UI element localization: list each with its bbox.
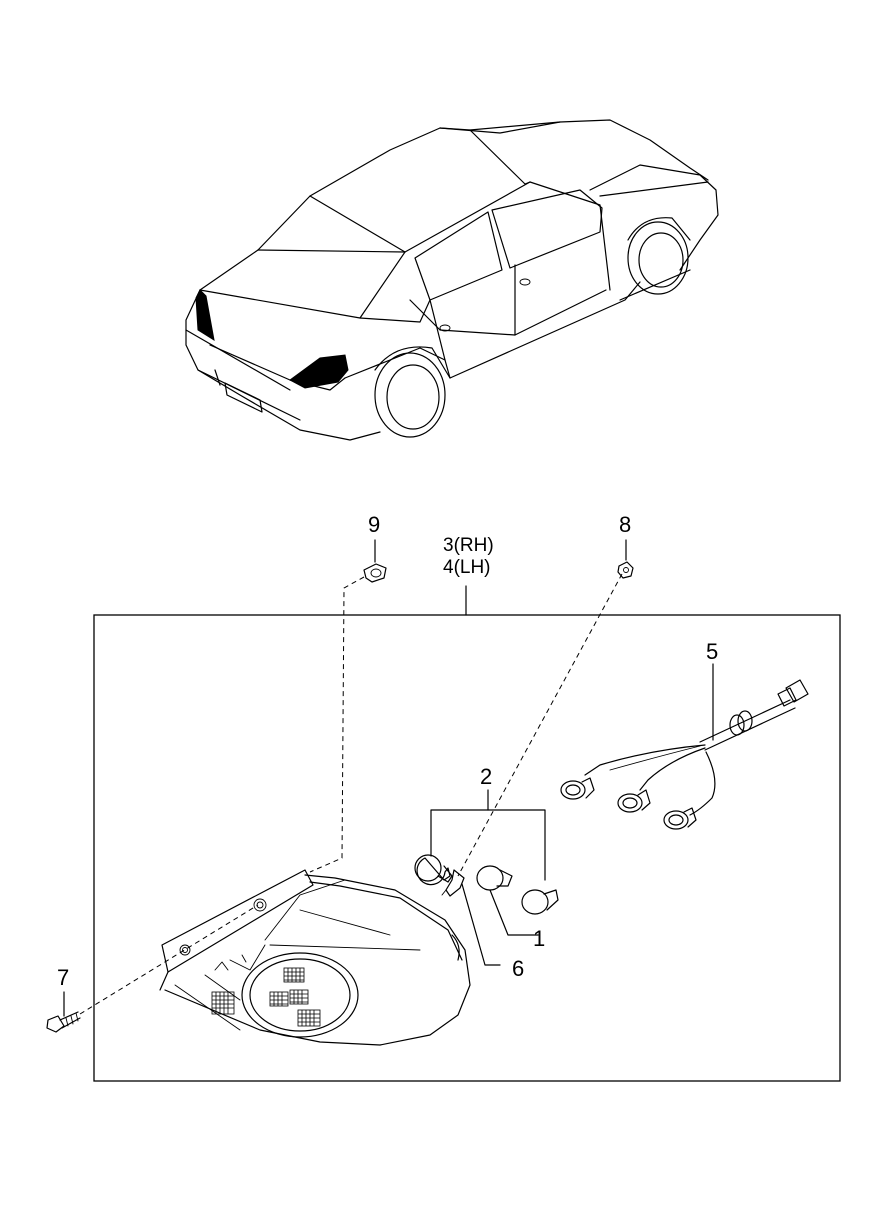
car-illustration <box>185 119 719 441</box>
callout-6: 6 <box>512 956 524 981</box>
tail-lamp-assembly <box>159 869 471 1046</box>
callout-1: 1 <box>533 926 545 951</box>
screw-part-7 <box>46 991 81 1033</box>
callout-8: 8 <box>619 512 631 537</box>
socket-1 <box>560 777 595 800</box>
callout-5: 5 <box>706 639 718 664</box>
socket-3 <box>663 807 697 830</box>
callout-2: 2 <box>480 764 492 789</box>
callout-7: 7 <box>57 965 69 990</box>
lens-reflector-pattern <box>211 967 321 1027</box>
clip-part-9 <box>363 539 387 583</box>
callout-9: 9 <box>368 512 380 537</box>
socket-2 <box>617 789 651 813</box>
callout-3: 3(RH) <box>443 535 494 556</box>
wiring-harness <box>560 663 809 830</box>
assembly-frame <box>93 614 841 1082</box>
bulbs <box>414 789 559 966</box>
callout-4: 4(LH) <box>443 557 491 578</box>
nut-part-8 <box>617 539 634 579</box>
